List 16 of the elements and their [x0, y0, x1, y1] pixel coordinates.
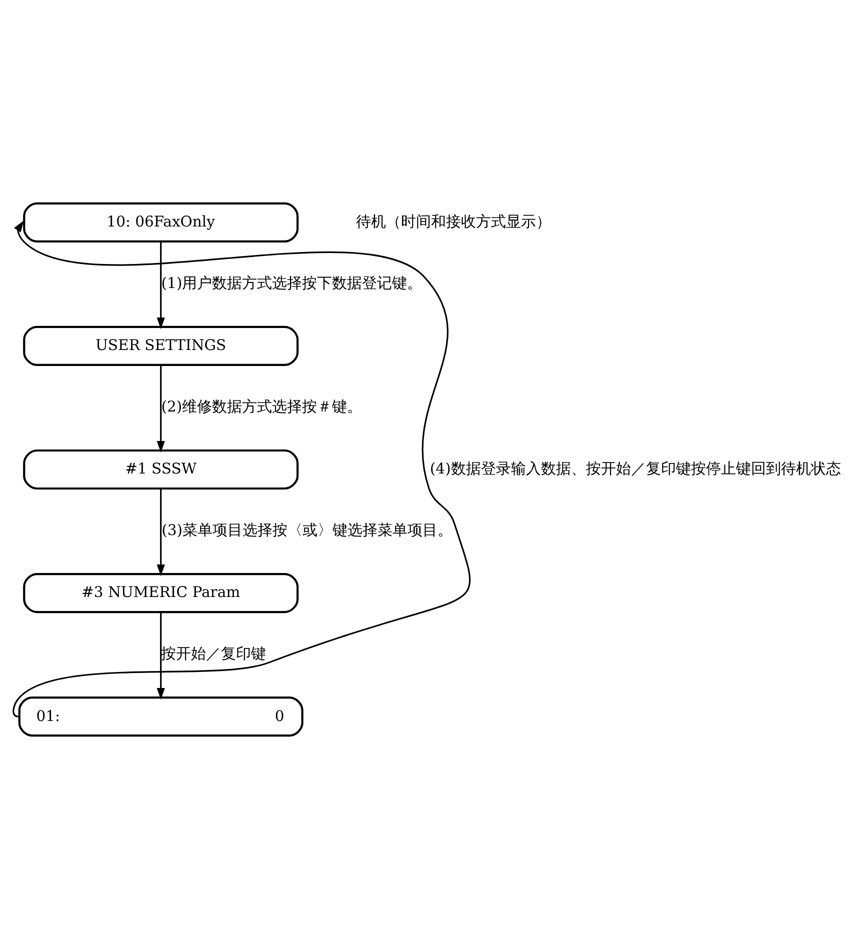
node-box: 10: 06FaxOnly — [22, 202, 298, 243]
arrow — [156, 612, 164, 700]
edge-label: (2)维修数据方式选择按＃键。 — [160, 398, 362, 416]
edge-label: (3)菜单项目选择按〈或〉键选择菜单项目。 — [161, 522, 452, 540]
node-label: 待机（时间和接收方式显示） — [355, 213, 550, 230]
edge-label: 按开始／复印键 — [160, 646, 266, 663]
arrow — [156, 242, 164, 330]
edge-label: (1)用户数据方式选择按下数据登记键。 — [160, 275, 422, 292]
arrow — [13, 220, 470, 717]
node-box: #3 NUMERIC Param — [22, 572, 298, 614]
edge-label: (4)数据登录输入数据、按开始／复印键按停止键回到待机状态 — [429, 460, 840, 478]
node-box: USER SETTINGS — [22, 326, 298, 366]
arrow — [156, 365, 164, 453]
node-box: #1 SSSW — [22, 449, 298, 490]
arrow — [156, 489, 164, 576]
node-box: 01: 0 — [18, 696, 303, 737]
